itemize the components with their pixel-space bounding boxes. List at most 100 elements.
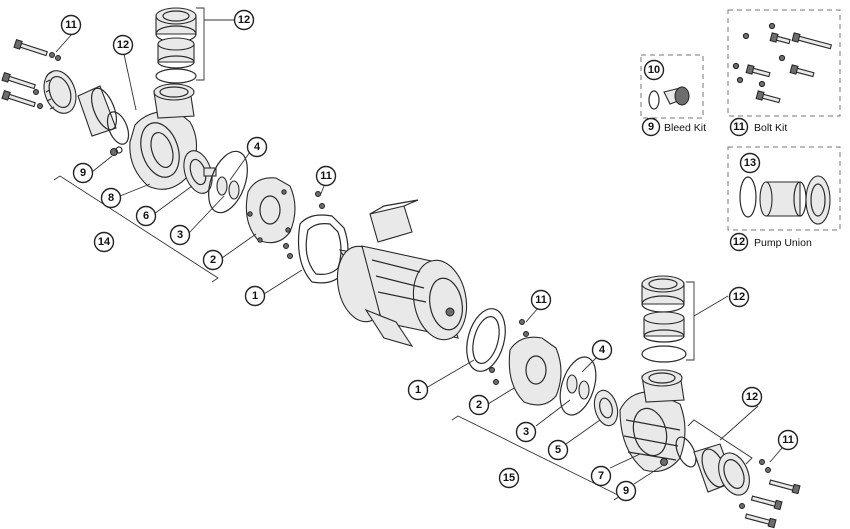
svg-text:11: 11 <box>320 170 332 182</box>
leader-lines <box>55 19 783 485</box>
svg-text:3: 3 <box>177 229 183 241</box>
kit-union-number: 12 <box>729 232 749 252</box>
pump-housing-bottom <box>619 369 686 473</box>
kit-union-box <box>727 146 841 231</box>
motor-gasket-bottom <box>466 308 506 372</box>
seal-bottom <box>566 374 590 400</box>
seal-top <box>216 176 240 200</box>
svg-text:14: 14 <box>98 236 111 248</box>
callout-1-left: 1 <box>244 285 266 307</box>
svg-text:1: 1 <box>415 384 421 396</box>
svg-text:4: 4 <box>254 141 261 153</box>
nuts-mid-bottom <box>489 319 529 385</box>
kit-bolt-parts <box>732 22 833 104</box>
bleed-screw-bottom <box>660 458 668 466</box>
kit-bleed-oring <box>648 90 660 110</box>
seal-plate-bottom <box>508 336 562 406</box>
callout-10: 10 <box>643 59 665 81</box>
callout-11-top-left: 11 <box>60 14 82 36</box>
kit-union-tail <box>759 181 807 217</box>
bracket-14 <box>53 175 219 283</box>
callout-11-mid: 11 <box>315 165 337 187</box>
svg-text:12: 12 <box>733 236 745 248</box>
kit-bolt-box <box>727 9 841 117</box>
callout-14: 14 <box>93 231 115 253</box>
callout-7: 7 <box>590 465 612 487</box>
svg-text:6: 6 <box>143 210 149 222</box>
callout-15: 15 <box>498 467 520 489</box>
kit-bleed-label: Bleed Kit <box>664 122 706 134</box>
union-right-stack <box>641 275 687 363</box>
bolts-top-left <box>1 39 61 109</box>
union-nut-left <box>43 70 77 114</box>
callout-4-right: 4 <box>591 339 613 361</box>
kit-union <box>727 146 841 231</box>
callout-3-right: 3 <box>515 421 537 443</box>
svg-text:9: 9 <box>648 121 654 133</box>
o-ring-left <box>106 111 130 145</box>
motor <box>336 199 468 347</box>
o-ring-bottom-right <box>675 436 697 468</box>
bottom-right-assembly <box>466 275 801 529</box>
callout-2-right: 2 <box>468 394 490 416</box>
callout-12-top-center: 12 <box>233 9 255 31</box>
nuts-mid-top <box>283 191 325 259</box>
svg-text:5: 5 <box>555 444 561 456</box>
kit-labels: 9 Bleed Kit 11 Bolt Kit 12 Pump Union <box>641 117 812 252</box>
callout-11-bottom-right: 11 <box>777 429 799 451</box>
seal-gasket-bottom <box>559 356 597 416</box>
svg-text:8: 8 <box>108 192 114 204</box>
svg-text:4: 4 <box>599 344 606 356</box>
union-top-stack <box>155 7 197 84</box>
callout-4-left: 4 <box>246 136 268 158</box>
callouts: 11 12 12 9 8 6 4 3 2 11 14 1 11 4 12 1 2… <box>60 9 799 502</box>
callout-6: 6 <box>135 205 157 227</box>
kit-union-oring <box>739 176 757 218</box>
kit-bleed-number: 9 <box>641 117 661 137</box>
bolts-bottom-right <box>739 459 801 529</box>
callout-5: 5 <box>547 439 569 461</box>
svg-text:13: 13 <box>744 157 756 169</box>
kit-bleed <box>640 54 704 119</box>
svg-text:15: 15 <box>503 472 515 484</box>
callout-3-left: 3 <box>169 224 191 246</box>
impeller-top <box>183 150 217 194</box>
top-left-assembly <box>1 7 349 284</box>
callout-9-left: 9 <box>72 162 94 184</box>
impeller-bottom <box>593 389 619 427</box>
callout-2-left: 2 <box>202 249 224 271</box>
callout-1-right: 1 <box>407 379 429 401</box>
callout-13: 13 <box>739 152 761 174</box>
kit-bolt <box>727 9 841 117</box>
union-tail-left <box>77 85 118 137</box>
callout-12-top-left: 12 <box>112 34 134 56</box>
callout-12-bottom-right: 12 <box>741 386 763 408</box>
seal-plate-top <box>245 177 296 244</box>
svg-text:11: 11 <box>733 121 745 133</box>
svg-text:11: 11 <box>65 19 77 31</box>
kit-bleed-screw-icon <box>663 86 690 106</box>
bracket-12-bottom-right <box>687 419 753 465</box>
kit-union-label: Pump Union <box>754 237 812 249</box>
seal-gasket-top <box>208 150 248 214</box>
svg-text:2: 2 <box>476 399 482 411</box>
callout-8: 8 <box>100 187 122 209</box>
union-nut-bottom-right <box>718 452 750 496</box>
bracket-12-top <box>196 7 205 81</box>
svg-text:1: 1 <box>252 290 258 302</box>
svg-text:12: 12 <box>746 391 758 403</box>
callout-11-right-mid: 11 <box>530 289 552 311</box>
kit-union-nut <box>805 175 831 225</box>
callout-12-right-mid: 12 <box>728 286 750 308</box>
svg-text:3: 3 <box>523 426 529 438</box>
bracket-12-right <box>686 281 695 361</box>
svg-text:12: 12 <box>238 14 250 26</box>
svg-text:7: 7 <box>598 470 604 482</box>
svg-text:9: 9 <box>80 167 86 179</box>
svg-text:9: 9 <box>623 485 629 497</box>
callout-9-right: 9 <box>615 480 637 502</box>
bracket-15 <box>451 415 621 501</box>
brackets <box>53 7 753 501</box>
bleed-screw-left <box>110 146 123 156</box>
